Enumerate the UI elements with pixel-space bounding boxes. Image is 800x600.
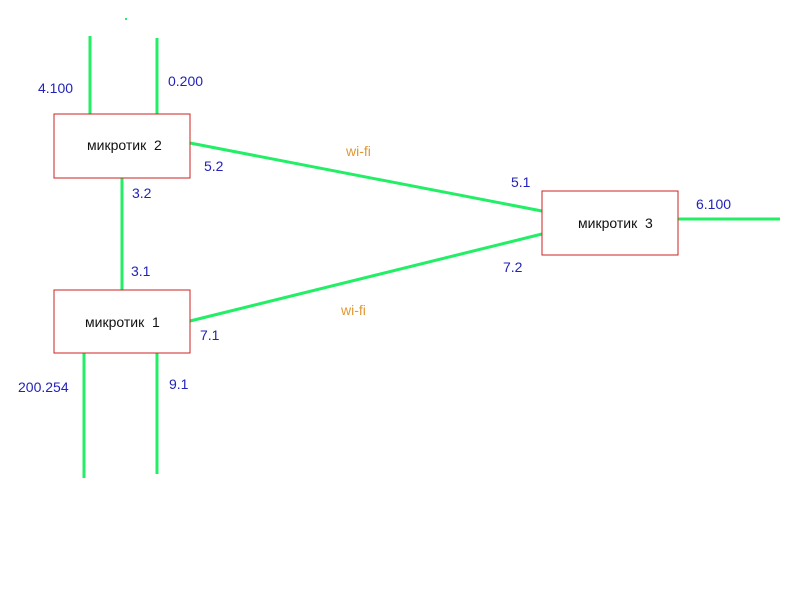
ip-label-3-2: 3.2 [132, 185, 152, 201]
ip-label-5-1: 5.1 [511, 174, 531, 190]
node-mikrotik1-label: микротик 1 [85, 314, 160, 330]
stray-dot [125, 18, 127, 20]
ip-label-200-254: 200.254 [18, 379, 69, 395]
ip-label-0-200: 0.200 [168, 73, 203, 89]
wifi-label-bottom: wi-fi [340, 302, 366, 318]
wifi-label-top: wi-fi [345, 143, 371, 159]
ip-label-7-2: 7.2 [503, 259, 523, 275]
ip-label-5-2: 5.2 [204, 158, 224, 174]
node-mikrotik1-box [53, 289, 191, 354]
node-mikrotik2-box [53, 113, 191, 179]
node-mikrotik2-label: микротик 2 [87, 137, 162, 153]
ip-label-4-100: 4.100 [38, 80, 73, 96]
ip-label-9-1: 9.1 [169, 376, 189, 392]
link-wifi-m2-m3 [189, 141, 543, 213]
link-wifi-m1-m3 [189, 232, 543, 323]
ip-label-7-1: 7.1 [200, 327, 220, 343]
node-mikrotik3-box [541, 190, 679, 256]
node-mikrotik3[interactable]: микротик 3 [541, 190, 679, 256]
ip-label-6-100: 6.100 [696, 196, 731, 212]
node-mikrotik1[interactable]: микротик 1 [53, 289, 191, 354]
node-mikrotik2[interactable]: микротик 2 [53, 113, 191, 179]
ip-label-3-1: 3.1 [131, 263, 151, 279]
node-mikrotik3-label: микротик 3 [578, 215, 653, 231]
